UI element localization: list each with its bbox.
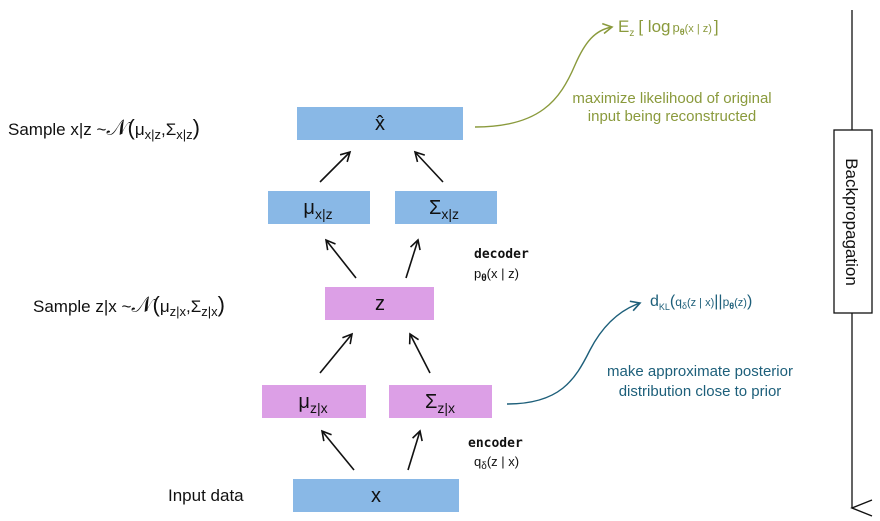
sample-x-label: Sample x|z ~𝒩(μx|z,Σx|z) [8, 115, 200, 142]
reconstruction-desc-line1: maximize likelihood of original [572, 90, 771, 107]
node-sigma-x-given-z-label: Σx|z [429, 197, 459, 222]
encoder-label: encoder qδ(z | x) [468, 436, 523, 472]
node-mu-z-given-x-label: μz|x [298, 391, 327, 416]
node-x-hat-box [297, 107, 463, 140]
node-x-label: x [371, 485, 381, 507]
kl-curve-arrow [506, 300, 642, 405]
node-sigma-z-given-x-label: Σz|x [425, 391, 455, 416]
kl-desc-line1: make approximate posterior [607, 363, 793, 380]
node-mu-z-given-x-box [262, 385, 366, 418]
encoder-formula: qδ(z | x) [474, 454, 519, 472]
reconstruction-curve-arrow [474, 22, 614, 128]
node-mu-x-given-z-box [268, 191, 370, 224]
reconstruction-desc-line2: input being reconstructed [588, 108, 756, 125]
arrow-sigma-zx-to-z [408, 332, 431, 374]
node-z: z [325, 287, 434, 320]
backprop-label: Backpropagation [842, 158, 861, 286]
node-x-hat-label: x̂ [375, 113, 385, 135]
node-x-hat: x̂ [297, 107, 463, 140]
node-z-label: z [375, 293, 385, 315]
decoder-formula: pθ(x | z) [474, 266, 519, 284]
flow-arrows [319, 150, 444, 471]
node-sigma-x-given-z: Σx|z [395, 191, 497, 224]
arrow-z-to-mu-xz [324, 238, 357, 279]
arrow-x-to-sigma-zx [407, 429, 423, 471]
node-sigma-z-given-x: Σz|x [389, 385, 492, 418]
arrow-mu-xz-to-xhat [319, 150, 352, 183]
node-x-box [293, 479, 459, 512]
arrow-z-to-sigma-xz [405, 238, 421, 279]
node-sigma-x-given-z-box [395, 191, 497, 224]
node-x: x [293, 479, 459, 512]
encoder-title: encoder [468, 436, 523, 451]
node-mu-z-given-x: μz|x [262, 385, 366, 418]
decoder-label: decoder pθ(x | z) [474, 247, 529, 284]
arrow-sigma-xz-to-xhat [413, 150, 444, 183]
node-z-box [325, 287, 434, 320]
arrow-mu-zx-to-z [319, 332, 354, 374]
node-mu-x-given-z: μx|z [268, 191, 370, 224]
backpropagation-indicator: Backpropagation [833, 10, 873, 517]
kl-loss: dKL(qδ(z | x)||pθ(z)) [650, 293, 752, 312]
backprop-box [833, 129, 873, 314]
node-sigma-z-given-x-box [389, 385, 492, 418]
node-mu-x-given-z-label: μx|z [303, 197, 332, 222]
input-data-label: Input data [168, 486, 244, 505]
kl-desc-line2: distribution close to prior [619, 383, 782, 400]
arrow-x-to-mu-zx [320, 429, 355, 471]
decoder-title: decoder [474, 247, 529, 262]
sample-z-label: Sample z|x ~𝒩(μz|x,Σz|x) [33, 292, 225, 319]
